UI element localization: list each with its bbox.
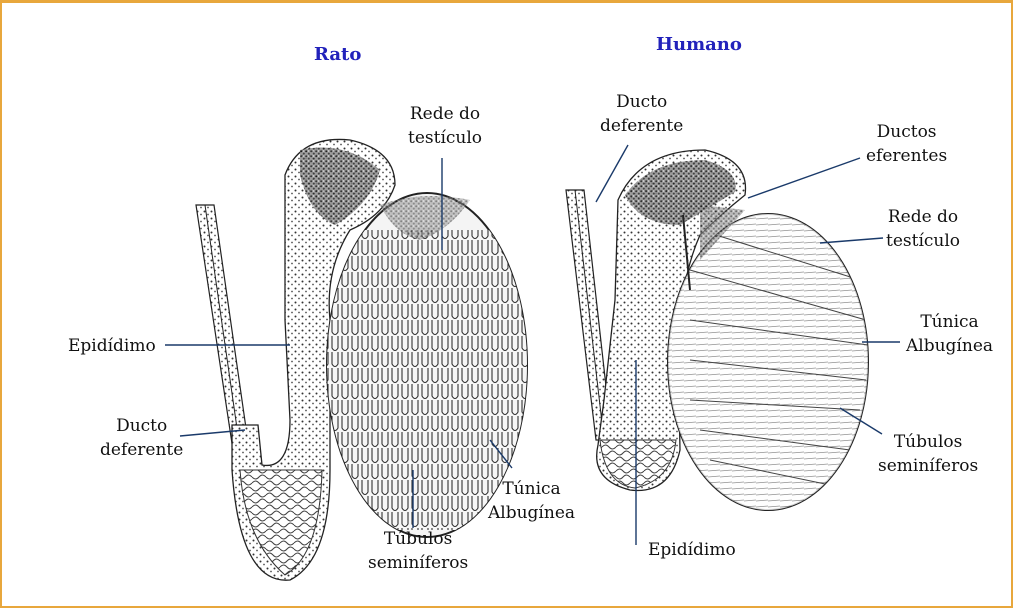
rat-ducto-label: Ducto deferente bbox=[100, 414, 183, 462]
rat-rede-label: Rede do testículo bbox=[408, 102, 482, 150]
human-eferentes-label: Ductos eferentes bbox=[866, 120, 947, 168]
rat-epididimo-label: Epidídimo bbox=[68, 334, 156, 358]
human-epididimo-label: Epidídimo bbox=[648, 538, 736, 562]
human-ducto-label: Ducto deferente bbox=[600, 90, 683, 138]
human-tunica-label: Túnica Albugínea bbox=[906, 310, 993, 358]
human-rede-label: Rede do testículo bbox=[886, 205, 960, 253]
rat-title: Rato bbox=[314, 44, 361, 65]
human-title: Humano bbox=[656, 34, 742, 55]
rat-tubulos-label: Túbulos seminíferos bbox=[368, 527, 468, 575]
human-tubulos-label: Túbulos seminíferos bbox=[878, 430, 978, 478]
rat-tunica-label: Túnica Albugínea bbox=[488, 477, 575, 525]
human-testis bbox=[668, 205, 868, 514]
